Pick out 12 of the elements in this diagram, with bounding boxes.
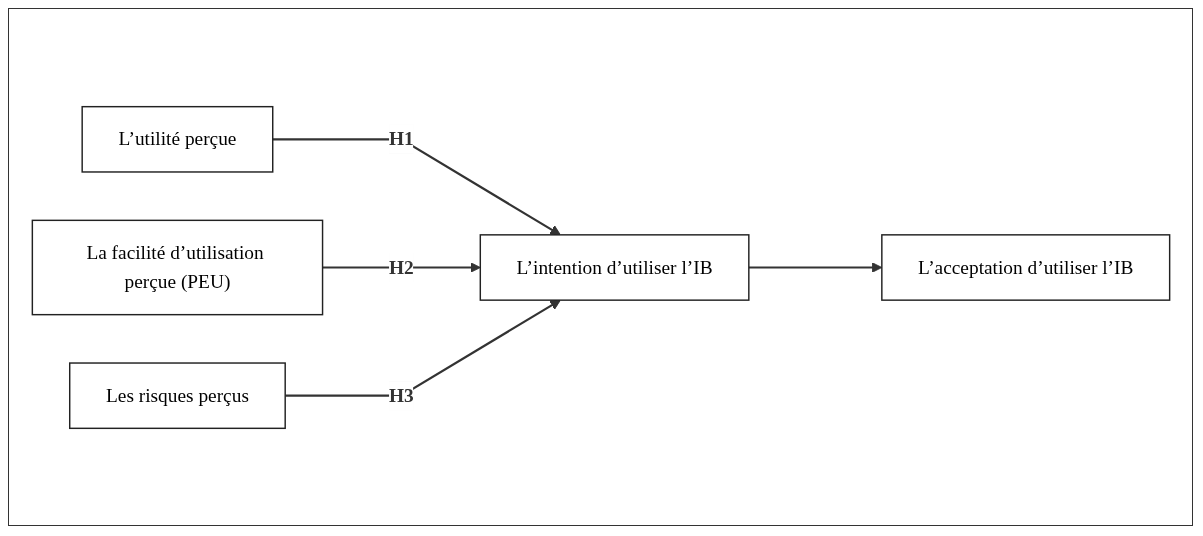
edge-label: H3 [388,384,414,405]
node-box [68,361,286,429]
arrow [272,137,561,235]
arrow [748,261,882,273]
edge-label: H1 [388,127,414,149]
node-box [31,219,323,315]
node-box [80,105,273,173]
arrow [284,299,561,397]
node-box [479,233,750,301]
diagram-frame: H1 H2 H3 L’utilité perçue La facilité d’utilisation perçue (PEU) Les risques perçus L’intention d’utiliser l’IB L’acceptation d’utiliser l’IB [8,8,1193,526]
edge-label: H2 [388,256,414,277]
node-box [880,233,1170,301]
